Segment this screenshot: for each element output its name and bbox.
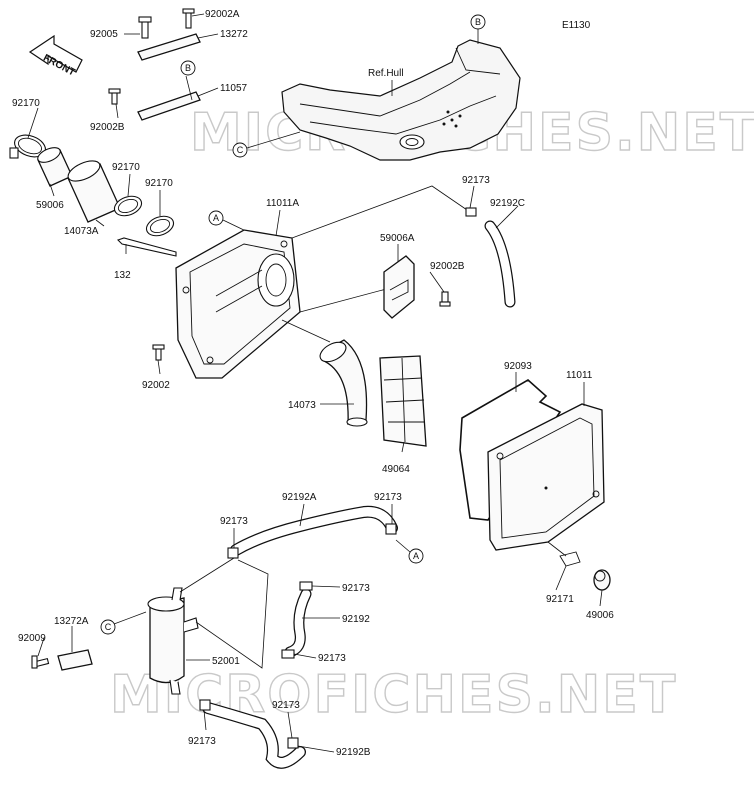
label-13272: 13272 bbox=[220, 29, 248, 40]
label-92192: 92192 bbox=[342, 614, 370, 625]
clip-92173-mid-left bbox=[227, 547, 239, 559]
callout-a-box: A bbox=[208, 210, 249, 233]
label-92170-b: 92170 bbox=[112, 162, 140, 173]
label-59006a: 59006A bbox=[380, 233, 415, 244]
svg-text:B: B bbox=[185, 63, 191, 73]
airbox-housing-11011a bbox=[175, 229, 301, 379]
callout-b-hull: B bbox=[470, 14, 486, 44]
label-132: 132 bbox=[114, 270, 131, 281]
label-92173-mid-left: 92173 bbox=[220, 516, 248, 527]
label-14073: 14073 bbox=[288, 400, 316, 411]
label-92192a: 92192A bbox=[282, 492, 317, 503]
filter-element-49064 bbox=[379, 355, 427, 447]
label-92005: 92005 bbox=[90, 29, 118, 40]
duct-59006 bbox=[37, 147, 73, 187]
label-92173-low: 92173 bbox=[318, 653, 346, 664]
clamp-92170-c bbox=[145, 215, 175, 237]
hose-92192a bbox=[230, 505, 398, 556]
cover-59006a bbox=[383, 255, 415, 319]
bracket-13272a bbox=[57, 649, 93, 671]
callout-c-bracket: C bbox=[100, 611, 147, 635]
label-92002: 92002 bbox=[142, 380, 170, 391]
callout-a-hose: A bbox=[395, 539, 424, 564]
canister-52001 bbox=[147, 587, 199, 695]
svg-text:A: A bbox=[413, 551, 419, 561]
label-49006: 49006 bbox=[586, 610, 614, 621]
bolt-92005 bbox=[138, 16, 152, 39]
clip-92173-bottom-left bbox=[199, 699, 211, 711]
callout-c-hull: C bbox=[232, 131, 301, 158]
svg-text:C: C bbox=[105, 622, 112, 632]
svg-text:A: A bbox=[213, 213, 219, 223]
airbox-cover-11011 bbox=[487, 403, 605, 551]
label-52001: 52001 bbox=[212, 656, 240, 667]
label-11011a: 11011A bbox=[266, 198, 299, 209]
leader-lines bbox=[27, 13, 603, 753]
watermark-bottom: MICROFICHES.NET bbox=[110, 665, 677, 725]
bolt-132 bbox=[116, 237, 177, 257]
clamp-92170-a bbox=[9, 134, 46, 159]
reference-label: Ref.Hull bbox=[368, 68, 404, 79]
callout-b-bracket: B bbox=[180, 60, 196, 76]
hull-reference: Ref.Hull bbox=[281, 39, 521, 161]
label-92002b-mid: 92002B bbox=[430, 261, 465, 272]
diagram-code: E1130 bbox=[562, 20, 591, 31]
bolt-92002b-top bbox=[108, 88, 121, 105]
clamp-92170-b bbox=[113, 195, 143, 217]
label-49064: 49064 bbox=[382, 464, 410, 475]
clip-92173-low bbox=[281, 649, 295, 659]
label-92009: 92009 bbox=[18, 633, 46, 644]
label-11011: 11011 bbox=[566, 370, 593, 381]
front-arrow-icon: FRONT bbox=[28, 34, 83, 78]
label-92192c: 92192C bbox=[490, 198, 525, 209]
label-11057: 11057 bbox=[220, 83, 248, 94]
label-59006: 59006 bbox=[36, 200, 64, 211]
bracket-11057 bbox=[137, 91, 201, 121]
label-92002a: 92002A bbox=[205, 9, 240, 20]
clip-92173-hose bbox=[299, 581, 313, 591]
label-14073a: 14073A bbox=[64, 226, 99, 237]
label-92171: 92171 bbox=[546, 594, 574, 605]
bolt-92002 bbox=[152, 344, 165, 361]
label-92002b-top: 92002B bbox=[90, 122, 125, 133]
clip-92173-bottom-right bbox=[287, 737, 299, 749]
bracket-13272 bbox=[137, 33, 201, 61]
clip-92173-top bbox=[465, 207, 477, 217]
gasket-92093 bbox=[459, 379, 562, 521]
label-92170-c: 92170 bbox=[145, 178, 173, 189]
bolt-92009 bbox=[31, 655, 50, 669]
label-92192b: 92192B bbox=[336, 747, 371, 758]
elbow-duct-14073 bbox=[319, 339, 368, 427]
label-92173-bottom-left: 92173 bbox=[188, 736, 216, 747]
svg-text:B: B bbox=[475, 17, 481, 27]
label-13272a: 13272A bbox=[54, 616, 89, 627]
label-92173-top: 92173 bbox=[462, 175, 490, 186]
cap-49006 bbox=[593, 569, 611, 591]
svg-text:C: C bbox=[237, 145, 244, 155]
label-92173-hose: 92173 bbox=[342, 583, 370, 594]
label-92170-a: 92170 bbox=[12, 98, 40, 109]
label-92093: 92093 bbox=[504, 361, 532, 372]
bolt-92002a bbox=[182, 8, 195, 29]
label-92173-bottom-right: 92173 bbox=[272, 700, 300, 711]
label-92173-mid-right: 92173 bbox=[374, 492, 402, 503]
clip-92171 bbox=[559, 551, 581, 567]
bolt-92002b-mid bbox=[439, 291, 451, 307]
clip-92173-mid-right bbox=[385, 523, 397, 535]
